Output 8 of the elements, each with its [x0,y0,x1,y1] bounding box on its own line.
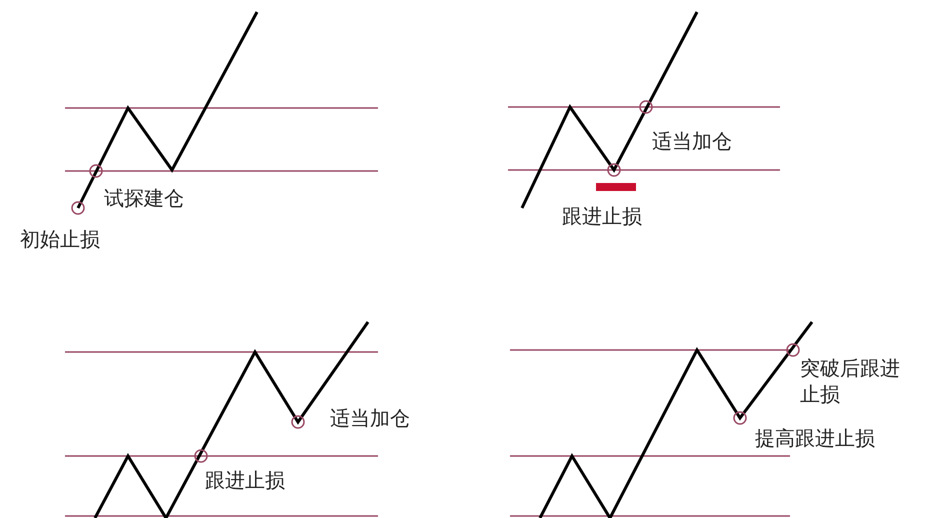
annotation-label: 初始止损 [20,226,100,252]
annotation-label: 适当加仓 [652,128,732,154]
annotation-label: 试探建仓 [104,185,184,211]
annotation-label: 适当加仓 [330,405,410,431]
annotation-label: 跟进止损 [205,467,285,493]
annotation-label: 提高跟进止损 [755,425,875,451]
annotation-label: 跟进止损 [562,203,642,229]
annotation-label: 突破后跟进止损 [800,355,900,407]
